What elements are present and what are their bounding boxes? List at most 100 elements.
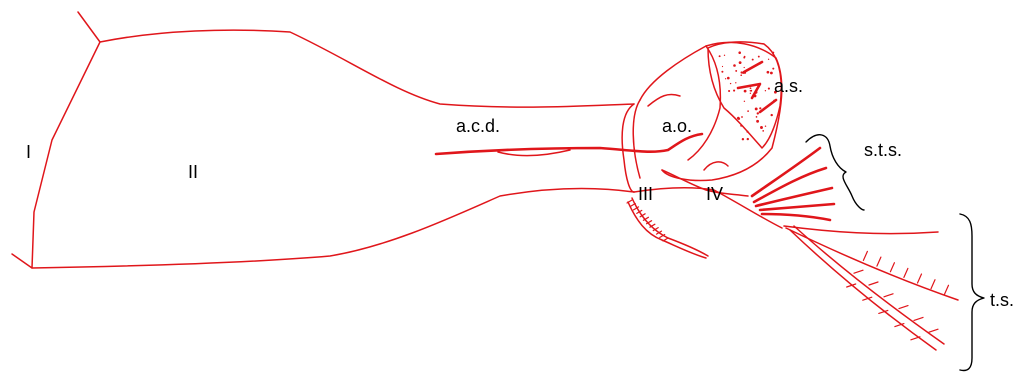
ts-barb — [889, 262, 896, 273]
as-patch-dot — [740, 124, 743, 127]
hatch-line — [649, 223, 656, 228]
segment-1-outline — [11, 11, 101, 269]
as-patch-dot — [746, 130, 749, 133]
as-patch-dot — [770, 113, 773, 117]
as-patch-dot — [723, 54, 726, 56]
sts-seta-3 — [754, 186, 834, 208]
as-patch-dot — [755, 116, 758, 118]
segment-2-outline — [99, 29, 635, 108]
ts-barb — [903, 267, 909, 278]
ts-barb — [883, 293, 894, 298]
acd-duct — [434, 132, 704, 156]
ts-barb — [862, 296, 873, 301]
as-patch-dot — [724, 78, 727, 80]
as-patch-dot — [735, 82, 737, 84]
as-patch-dot — [733, 89, 736, 92]
hatch-line — [629, 202, 636, 208]
label-acd: a.c.d. — [456, 116, 500, 136]
sts-seta-4 — [758, 202, 836, 212]
ts-seta-2 — [785, 227, 959, 301]
as-patch-dot — [774, 90, 777, 94]
as-patch-dot — [738, 61, 742, 65]
segment-4-lower — [633, 187, 783, 229]
as-patch-dot — [735, 69, 738, 72]
acd-duct-inner — [497, 149, 571, 157]
ts-barb — [913, 316, 924, 321]
hatch-line — [632, 206, 640, 211]
label-sts: s.t.s. — [864, 140, 902, 160]
as-patch-dot — [766, 70, 770, 74]
as-patch-dot — [726, 76, 730, 80]
ts-barb — [916, 273, 923, 284]
hatch-line — [626, 199, 633, 204]
label-ts: t.s. — [990, 290, 1014, 310]
hatch-line — [655, 230, 663, 235]
label-segment-2: II — [188, 162, 198, 182]
hatch-line — [636, 209, 643, 214]
label-as: a.s. — [774, 76, 803, 96]
hatched-structure-2 — [627, 201, 707, 259]
hatch-line — [662, 237, 669, 242]
ts-seta-3 — [789, 229, 937, 351]
as-patch-dot — [733, 64, 736, 67]
ts-barb — [928, 328, 939, 333]
antenna-outline — [11, 11, 985, 372]
as-patch-dot — [746, 137, 749, 141]
as-patch-dot — [759, 107, 762, 110]
as-patch-dot — [747, 110, 749, 112]
ts-seta-1 — [783, 225, 939, 235]
label-segment-1: I — [26, 142, 31, 162]
as-patch-dot — [754, 107, 758, 111]
as-patch-dot — [741, 138, 745, 141]
segment-3-outline — [621, 103, 635, 193]
as-patch-dot — [757, 55, 760, 58]
as-patch-dot — [743, 66, 745, 69]
as-patch-dot — [738, 51, 741, 54]
sts-seta-5 — [760, 212, 832, 222]
as-patch-dot — [743, 89, 747, 93]
ts-barb — [862, 250, 869, 261]
labels: I II III IV a.c.d. a.o. a.s. s.t.s. t.s. — [26, 76, 1014, 310]
as-patch-dot — [718, 55, 721, 58]
ts-seta-4 — [793, 225, 945, 345]
as-patch-dot — [767, 58, 770, 60]
as-patch-dots — [718, 51, 777, 141]
hatch-line — [659, 233, 666, 239]
ts-brace — [959, 213, 985, 372]
as-spine-3 — [758, 98, 778, 114]
as-spine-2 — [736, 82, 762, 100]
label-ao: a.o. — [662, 116, 692, 136]
segment-3-inner — [632, 99, 641, 179]
as-patch-dot — [721, 65, 724, 68]
as-patch-outline — [707, 41, 782, 149]
as-patch-dot — [762, 130, 765, 132]
sts-seta-1 — [750, 146, 822, 198]
as-patch-dot — [740, 74, 743, 77]
ts-barb — [853, 269, 864, 274]
as-patch-dot — [772, 67, 775, 70]
ts-barb — [876, 256, 882, 267]
as-patch-dot — [751, 58, 754, 61]
hatch-lines — [626, 199, 669, 242]
ts-barb — [868, 281, 879, 286]
as-patch-dot — [721, 70, 724, 73]
sts-brace — [805, 134, 865, 211]
as-patch-dot — [764, 125, 767, 127]
ts-barb — [943, 284, 950, 295]
as-patch-dot — [756, 119, 760, 123]
as-patch-dot — [741, 116, 743, 118]
ts-barb — [930, 279, 936, 290]
as-patch-dot — [767, 87, 770, 90]
sts-seta-2 — [752, 166, 828, 204]
label-segment-4: IV — [706, 184, 723, 204]
hatch-line — [642, 216, 650, 221]
as-patch-dot — [764, 90, 767, 92]
ts-barb — [898, 305, 909, 310]
as-patch-dot — [749, 92, 752, 95]
ts-barbs — [846, 250, 950, 341]
hatch-line — [652, 227, 659, 232]
hatch-line — [639, 213, 646, 218]
ts-barb — [846, 283, 857, 288]
as-patch-dot — [760, 126, 763, 129]
